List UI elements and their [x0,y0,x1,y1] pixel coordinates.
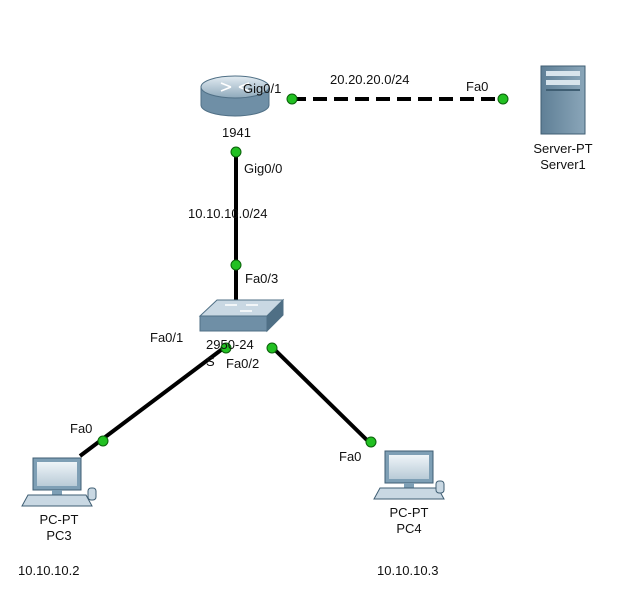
link-switch-pc4[interactable] [270,345,375,448]
pc3-port-fa0-label: Fa0 [70,421,93,436]
pc3-ip-label: 10.10.10.2 [18,563,80,578]
pc3-name-label: PC3 [46,528,72,543]
switch-port-fa01-label: Fa0/1 [150,330,184,345]
switch-port-fa02-label: Fa0/2 [226,356,260,371]
router-port-gig00-label: Gig0/0 [244,161,283,176]
pc4-ip-label: 10.10.10.3 [377,563,439,578]
pc4-type-label: PC-PT [389,505,429,520]
router-port-gig01-label: Gig0/1 [243,81,282,96]
pc3-type-label: PC-PT [39,512,79,527]
port-dot-server-fa0 [497,93,509,105]
server-icon[interactable] [540,65,586,135]
server-name-label: Server1 [540,157,586,172]
router-icon[interactable] [200,75,270,117]
switch-model-label: 2950-24 [206,337,254,352]
port-dot-switch-fa03 [230,259,242,271]
port-dot-router-gig00 [230,146,242,158]
port-dot-pc3-fa0 [97,435,109,447]
router-model-label: 1941 [222,125,251,140]
port-dot-switch-fa02 [266,342,278,354]
network-label-router-switch: 10.10.10.0/24 [188,206,268,221]
server-type-label: Server-PT [533,141,593,156]
port-dot-pc4-fa0 [365,436,377,448]
pc4-port-fa0-label: Fa0 [339,449,362,464]
server-port-fa0-label: Fa0 [466,79,489,94]
port-dot-router-gig01 [286,93,298,105]
port-dot-switch-fa01 [220,342,232,354]
pc4-name-label: PC4 [396,521,422,536]
pc4-icon[interactable] [373,450,445,500]
switch-icon[interactable] [198,298,285,333]
pc3-icon[interactable] [21,457,97,507]
network-label-router-server: 20.20.20.0/24 [330,72,410,87]
switch-port-fa03-label: Fa0/3 [245,271,279,286]
switch-name-label: S [206,354,215,369]
